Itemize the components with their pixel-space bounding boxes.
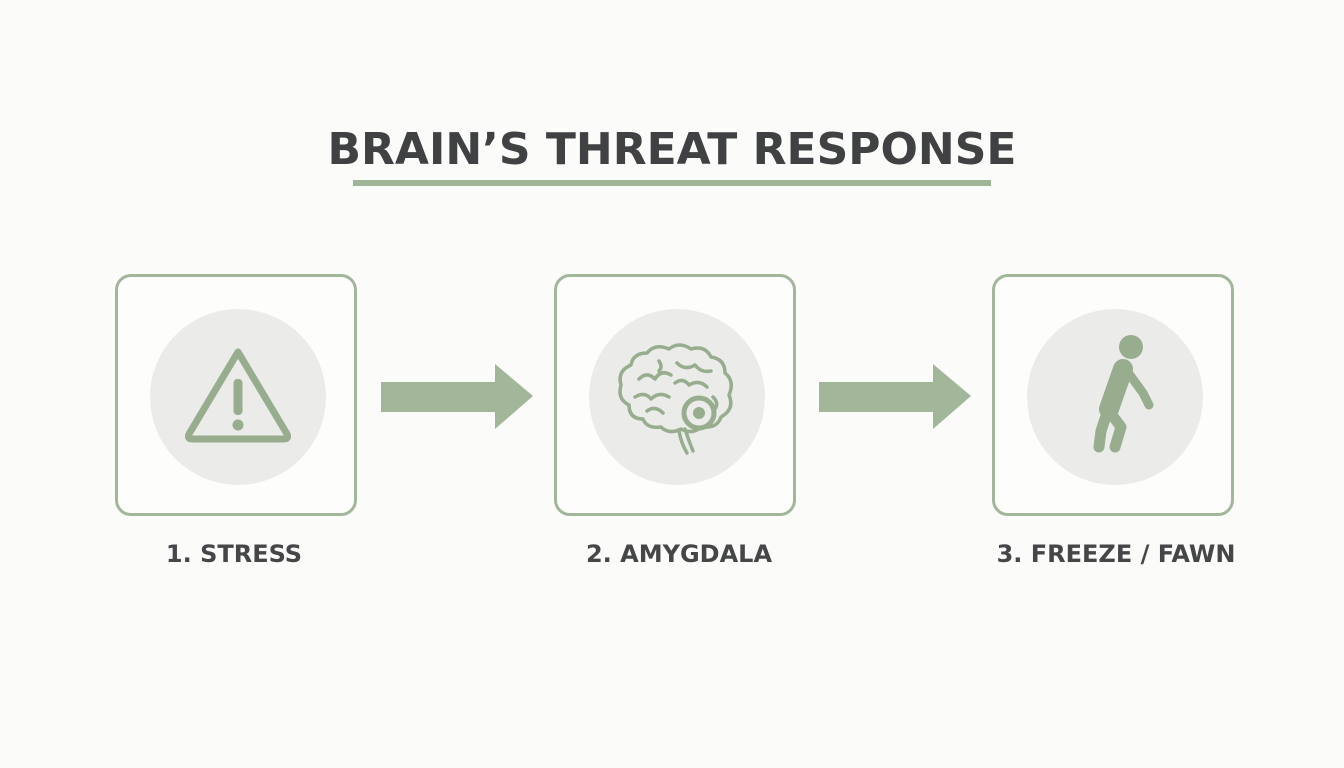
brain-icon xyxy=(618,343,733,455)
step-label-freeze-fawn: 3. FREEZE / FAWN xyxy=(996,540,1236,568)
step-label-amygdala: 2. AMYGDALA xyxy=(585,540,773,568)
arrow-right-icon xyxy=(819,364,971,429)
step-box-stress xyxy=(115,274,357,516)
step-box-freeze-fawn xyxy=(992,274,1234,516)
diagram-title: BRAIN’S THREAT RESPONSE xyxy=(327,124,1017,175)
step-label-stress: 1. STRESS xyxy=(165,540,303,568)
step-icon-circle xyxy=(1027,309,1203,485)
title-underline xyxy=(353,180,991,186)
step-box-amygdala xyxy=(554,274,796,516)
warning-triangle-icon xyxy=(184,348,292,443)
arrow-right-icon xyxy=(381,364,533,429)
crouching-person-icon xyxy=(1093,335,1154,453)
step-icon-circle xyxy=(150,309,326,485)
step-icon-circle xyxy=(589,309,765,485)
